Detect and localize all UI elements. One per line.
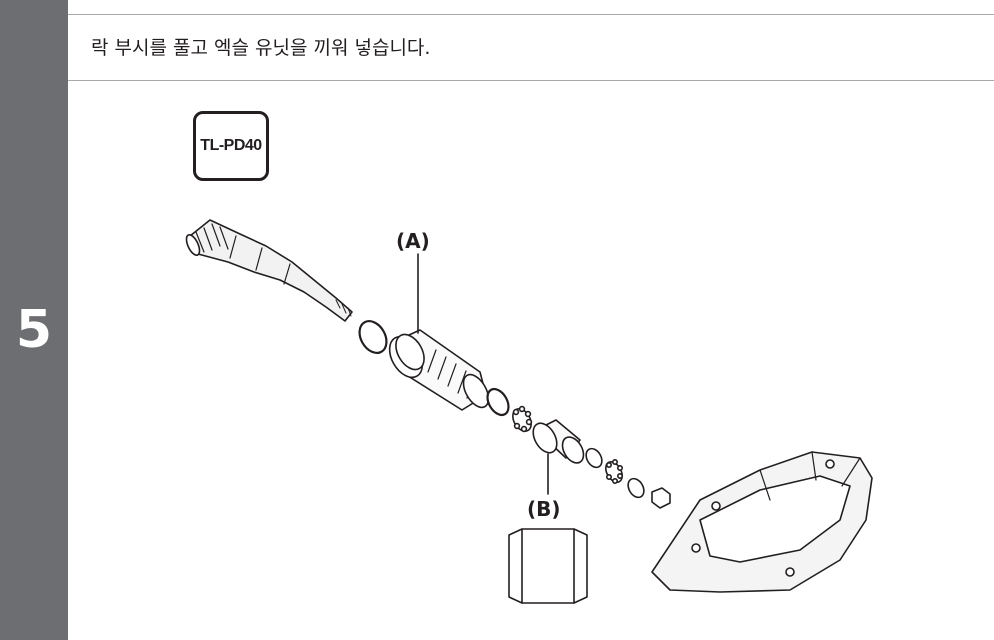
nut-part (651, 487, 671, 509)
ball-retainer-part (512, 405, 533, 433)
instruction-text: 락 부시를 풀고 엑슬 유닛을 끼워 넣습니다. (91, 37, 431, 59)
tool-badge: TL-PD40 (193, 111, 269, 181)
header-divider (68, 80, 994, 81)
washer-part (486, 387, 510, 417)
step-rail (0, 0, 68, 640)
sleeve-detail-part (508, 528, 588, 604)
o-ring-part (358, 320, 388, 354)
ball-retainer-2-part (605, 458, 623, 484)
pedal-body-part (651, 451, 873, 593)
callout-a-label: (A) (396, 229, 430, 253)
sleeve-part (532, 419, 585, 464)
step-number: 5 (15, 300, 53, 360)
top-divider (68, 14, 994, 15)
callout-b-label: (B) (527, 497, 561, 521)
spindle-part (185, 219, 353, 322)
cone-part (585, 447, 603, 469)
lock-bush-part (388, 329, 490, 411)
washer-2-part (627, 477, 645, 499)
